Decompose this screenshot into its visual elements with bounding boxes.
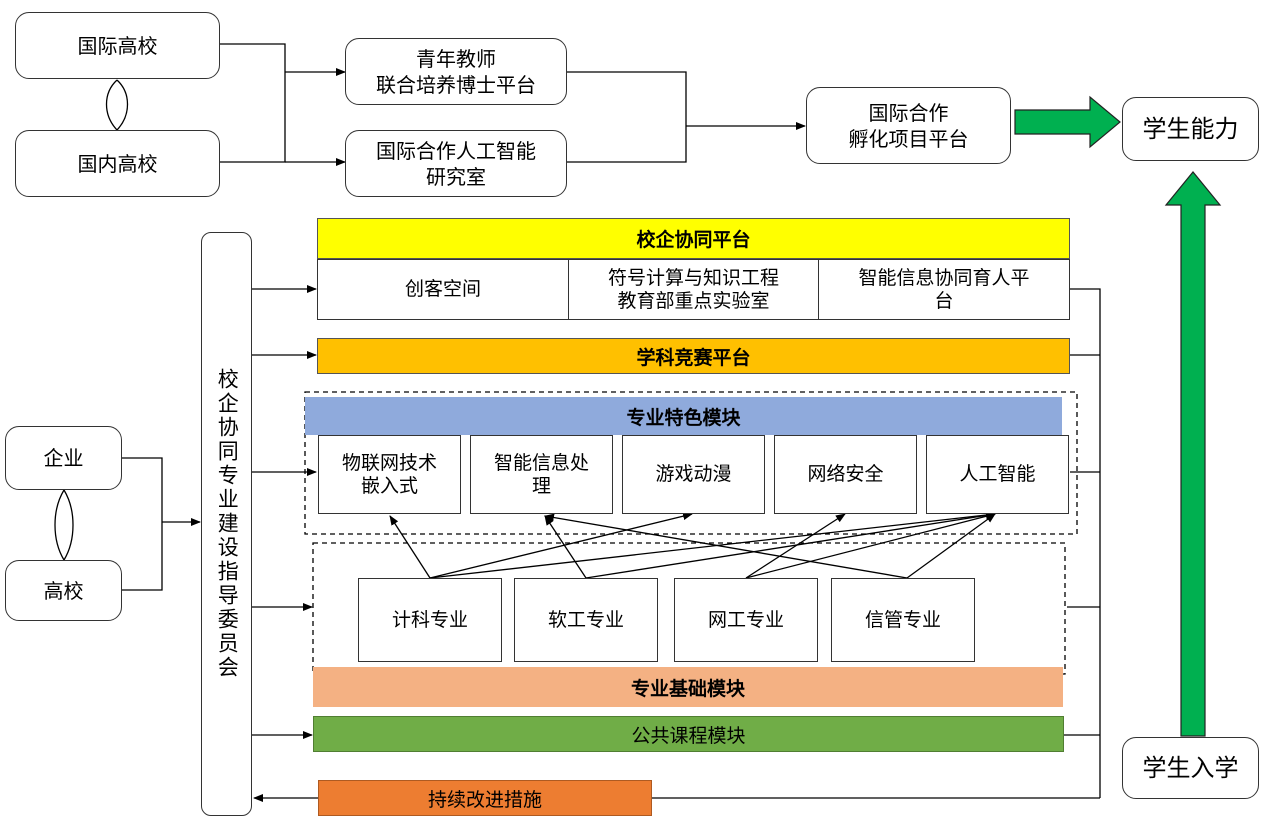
ai-lab-line1: 国际合作人工智能: [376, 138, 536, 163]
enterprise-box: 企业: [5, 426, 122, 490]
student-enrollment-label: 学生入学: [1142, 754, 1239, 782]
key-lab-box: 符号计算与知识工程 教育部重点实验室: [568, 259, 819, 320]
major-ne-box: 网工专业: [674, 578, 818, 662]
young-teacher-line2: 联合培养博士平台: [376, 72, 536, 97]
green-arrow-right: [1014, 95, 1121, 149]
incubator-line2: 孵化项目平台: [848, 126, 969, 151]
basic-module-label: 专业基础模块: [630, 677, 745, 700]
feature-ai-box: 人工智能: [926, 435, 1069, 514]
feature-module-header: 专业特色模块: [305, 397, 1062, 435]
domestic-university-label: 国内高校: [77, 151, 158, 176]
university-label: 高校: [43, 578, 84, 603]
committee-box: 校企协同专业建设指导委员会: [201, 232, 252, 816]
intl-university-label: 国际高校: [77, 33, 158, 58]
domestic-university-box: 国内高校: [15, 130, 220, 197]
ai-lab-line2: 研究室: [426, 164, 486, 189]
committee-label: 校企协同专业建设指导委员会: [215, 368, 240, 680]
major-cs-box: 计科专业: [358, 578, 502, 662]
smart-info-line2: 台: [934, 289, 954, 312]
student-ability-label: 学生能力: [1142, 115, 1239, 143]
intl-university-box: 国际高校: [15, 12, 220, 79]
student-enrollment-box: 学生入学: [1122, 737, 1259, 799]
feature-security-label: 网络安全: [807, 463, 884, 485]
green-arrow-up: [1164, 171, 1222, 737]
student-ability-box: 学生能力: [1122, 97, 1259, 161]
smart-info-platform-box: 智能信息协同育人平 台: [818, 259, 1070, 320]
feature-info-line2: 理: [531, 474, 551, 497]
major-ne-label: 网工专业: [707, 608, 784, 631]
major-is-label: 信管专业: [864, 608, 941, 631]
improvement-label: 持续改进措施: [427, 788, 542, 811]
smart-info-line1: 智能信息协同育人平: [858, 266, 1030, 289]
major-is-box: 信管专业: [831, 578, 975, 662]
feature-info-line1: 智能信息处: [493, 451, 589, 474]
key-lab-line1: 符号计算与知识工程: [607, 266, 779, 289]
feature-iot-line1: 物联网技术: [341, 451, 437, 474]
improvement-bar: 持续改进措施: [318, 780, 652, 816]
young-teacher-line1: 青年教师: [416, 46, 496, 71]
major-cs-label: 计科专业: [391, 608, 468, 631]
maker-space-label: 创客空间: [404, 278, 481, 300]
major-se-label: 软工专业: [547, 608, 624, 631]
university-box: 高校: [5, 560, 122, 621]
coop-platform-header: 校企协同平台: [317, 218, 1070, 259]
incubator-platform-box: 国际合作 孵化项目平台: [806, 87, 1011, 164]
major-se-box: 软工专业: [514, 578, 658, 662]
feature-module-title: 专业特色模块: [626, 406, 741, 429]
feature-game-animation-box: 游戏动漫: [622, 435, 765, 514]
feature-iot-box: 物联网技术 嵌入式: [318, 435, 461, 514]
ai-lab-box: 国际合作人工智能 研究室: [345, 130, 567, 197]
competition-platform-label: 学科竞赛平台: [636, 346, 751, 369]
feature-network-security-box: 网络安全: [774, 435, 917, 514]
maker-space-box: 创客空间: [317, 259, 569, 320]
public-course-label: 公共课程模块: [631, 724, 746, 747]
key-lab-line2: 教育部重点实验室: [617, 289, 770, 312]
young-teacher-platform-box: 青年教师 联合培养博士平台: [345, 38, 567, 105]
public-course-bar: 公共课程模块: [313, 716, 1064, 752]
feature-game-label: 游戏动漫: [655, 463, 732, 485]
competition-platform-bar: 学科竞赛平台: [317, 338, 1070, 374]
feature-ai-label: 人工智能: [959, 463, 1036, 485]
incubator-line1: 国际合作: [868, 100, 949, 125]
feature-iot-line2: 嵌入式: [360, 474, 418, 497]
feature-info-processing-box: 智能信息处 理: [470, 435, 613, 514]
basic-module-bar: 专业基础模块: [313, 667, 1063, 707]
enterprise-label: 企业: [43, 446, 84, 470]
coop-platform-title: 校企协同平台: [636, 229, 751, 251]
